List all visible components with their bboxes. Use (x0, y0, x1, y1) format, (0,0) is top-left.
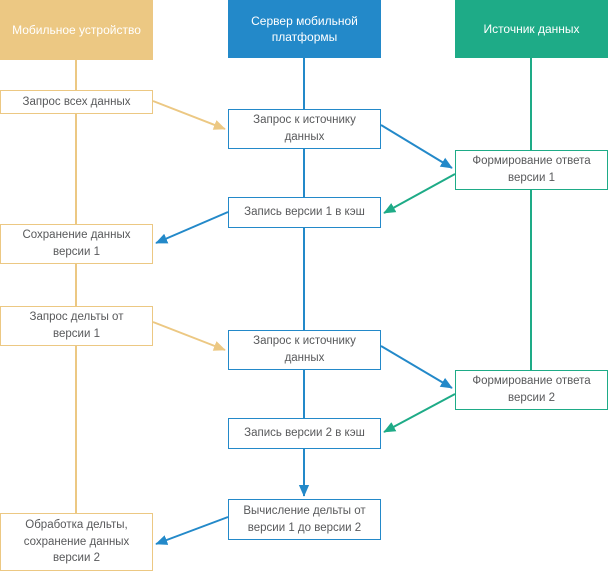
arrows-group (152, 100, 456, 545)
node-build-response-v2[interactable]: Формирование ответа версии 2 (455, 370, 608, 410)
node-label: Запрос к источнику данных (253, 112, 356, 145)
node-label: Запись версии 2 в кэш (244, 425, 365, 442)
node-label-line: Запрос к источнику (253, 335, 356, 348)
node-req-all-data[interactable]: Запрос всех данных (0, 90, 153, 114)
node-label-line: данных (284, 131, 325, 143)
node-label: Обработка дельты, сохранение данных версии… (24, 517, 130, 567)
node-label-line: Формирование ответа (472, 375, 591, 388)
node-label-line: версии 2 (508, 392, 555, 404)
node-label-line: версии 1 до версии 2 (247, 521, 362, 534)
node-label-line: Запрос всех данных (22, 95, 131, 108)
lane-header-label: Сервер мобильной платформы (251, 13, 358, 44)
message-arrow (152, 100, 226, 130)
lane-header-label: Мобильное устройство (12, 22, 141, 37)
node-label-line: Запрос дельты от (29, 311, 124, 324)
message-arrow (380, 345, 453, 389)
message-arrow (383, 173, 456, 214)
node-label: Запрос к источнику данных (253, 333, 356, 366)
node-label-line: Запрос к источнику (253, 114, 356, 127)
node-req-to-source-2[interactable]: Запрос к источнику данных (228, 330, 381, 370)
node-label-line: Запись версии 2 в кэш (244, 427, 365, 440)
lane-header-label: Источник данных (483, 21, 580, 36)
node-label-line: Сохранение данных (22, 229, 131, 242)
node-req-delta-v1[interactable]: Запрос дельты от версии 1 (0, 306, 153, 346)
node-build-response-v1[interactable]: Формирование ответа версии 1 (455, 150, 608, 190)
node-label: Формирование ответа версии 2 (472, 373, 590, 406)
node-label-line: Вычисление дельты от (243, 504, 366, 517)
lane-header-mobile[interactable]: Мобильное устройство (0, 0, 153, 60)
node-label-line: версии 1 (53, 328, 100, 340)
node-write-v1-cache[interactable]: Запись версии 1 в кэш (228, 197, 381, 228)
lane-header-server[interactable]: Сервер мобильной платформы (228, 0, 381, 58)
node-label-line: Запись версии 1 в кэш (244, 206, 365, 219)
message-arrow (380, 124, 453, 169)
node-compute-delta[interactable]: Вычисление дельты от версии 1 до версии 2 (228, 499, 381, 540)
node-label-line: данных (284, 352, 325, 364)
node-req-to-source-1[interactable]: Запрос к источнику данных (228, 109, 381, 149)
message-arrow (152, 321, 226, 351)
lifelines-group (75, 58, 532, 513)
message-arrow (155, 211, 229, 244)
message-arrow (383, 393, 456, 433)
node-label-line: версии 1 (508, 172, 555, 184)
message-arrow (155, 516, 229, 545)
node-process-delta-save-v2[interactable]: Обработка дельты, сохранение данных версии… (0, 513, 153, 571)
node-save-data-v1[interactable]: Сохранение данных версии 1 (0, 224, 153, 264)
node-label-line: Обработка дельты, (25, 519, 128, 531)
node-label: Запись версии 1 в кэш (244, 204, 365, 221)
node-label-line: версии 1 (53, 246, 100, 258)
node-label: Формирование ответа версии 1 (472, 153, 590, 186)
node-label: Запрос всех данных (23, 94, 131, 111)
node-label: Вычисление дельты от версии 1 до версии 2 (243, 503, 365, 536)
lane-header-source[interactable]: Источник данных (455, 0, 608, 58)
node-label: Сохранение данных версии 1 (22, 227, 130, 260)
node-write-v2-cache[interactable]: Запись версии 2 в кэш (228, 418, 381, 449)
node-label: Запрос дельты от версии 1 (30, 309, 124, 342)
node-label-line: Формирование ответа (472, 155, 591, 168)
node-label-line: сохранение данных (23, 535, 130, 548)
node-label-line: версии 2 (53, 552, 100, 565)
